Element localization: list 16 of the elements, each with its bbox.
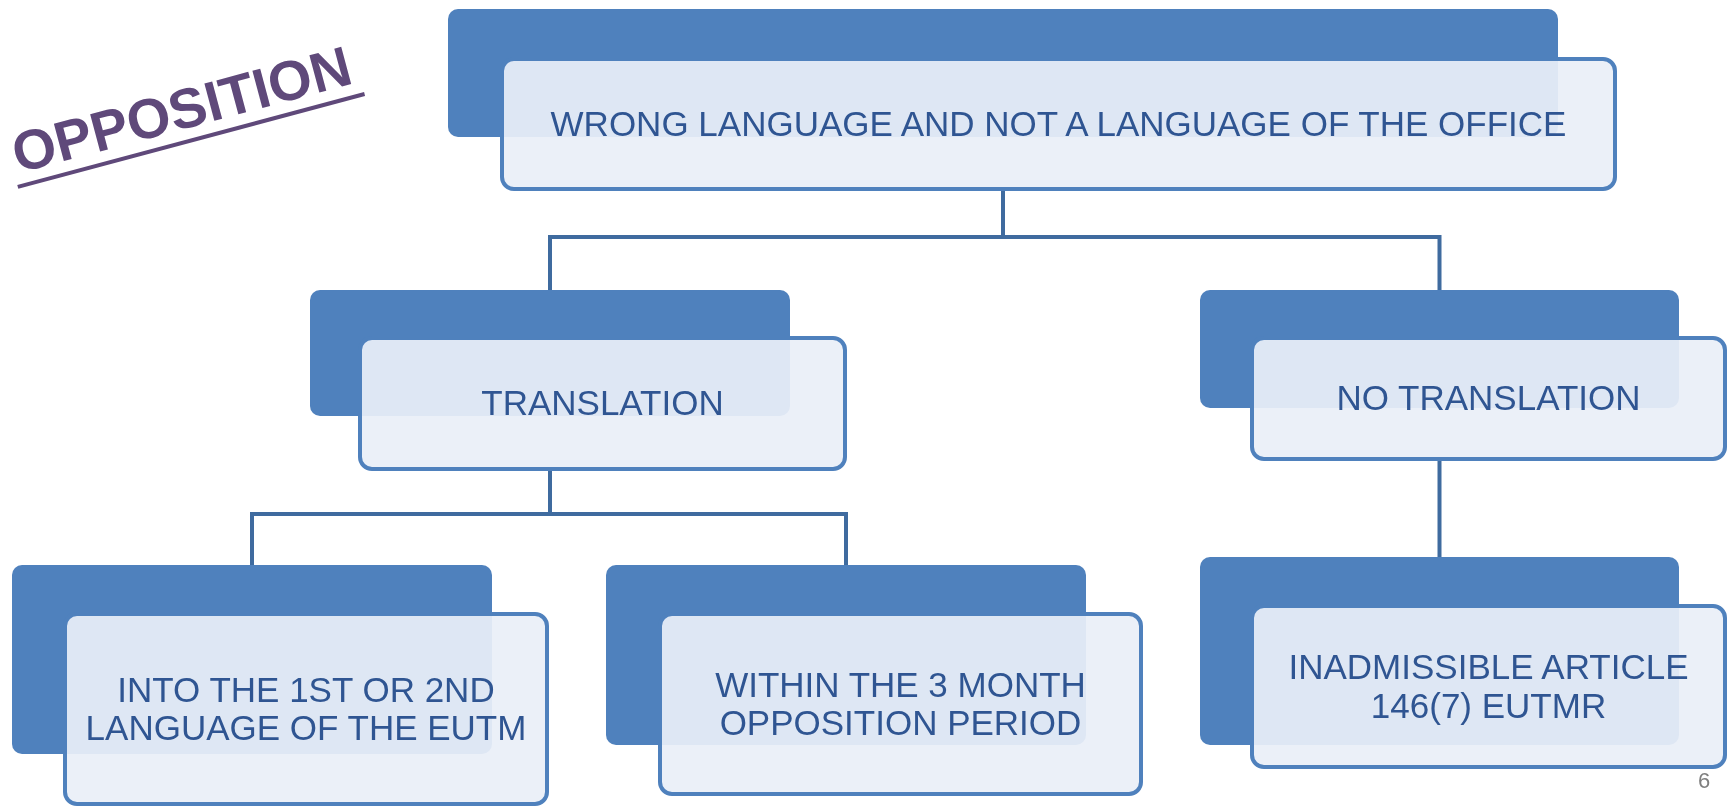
page-number: 6 bbox=[1698, 768, 1711, 794]
connector-line bbox=[548, 471, 848, 565]
connector-line bbox=[1001, 191, 1442, 290]
process-card bbox=[606, 565, 1143, 796]
process-card bbox=[448, 9, 1617, 191]
process-card bbox=[12, 565, 549, 806]
box-text: WRONG LANGUAGE AND NOT A LANGUAGE OF THE OFFICE bbox=[550, 104, 1567, 144]
box-text: INADMISSIBLE ARTICLE 146(7) EUTMR bbox=[1287, 648, 1690, 725]
box-text: WITHIN THE 3 MONTH OPPOSITION PERIOD bbox=[714, 665, 1087, 743]
box-text: INTO THE 1ST OR 2ND LANGUAGE OF THE EUTM bbox=[84, 670, 528, 748]
connector-line bbox=[1437, 461, 1442, 557]
process-card bbox=[1200, 557, 1727, 769]
box-text: NO TRANSLATION bbox=[1336, 379, 1641, 418]
process-card bbox=[1200, 290, 1727, 461]
process-card bbox=[310, 290, 847, 471]
box-text: TRANSLATION bbox=[481, 384, 724, 423]
